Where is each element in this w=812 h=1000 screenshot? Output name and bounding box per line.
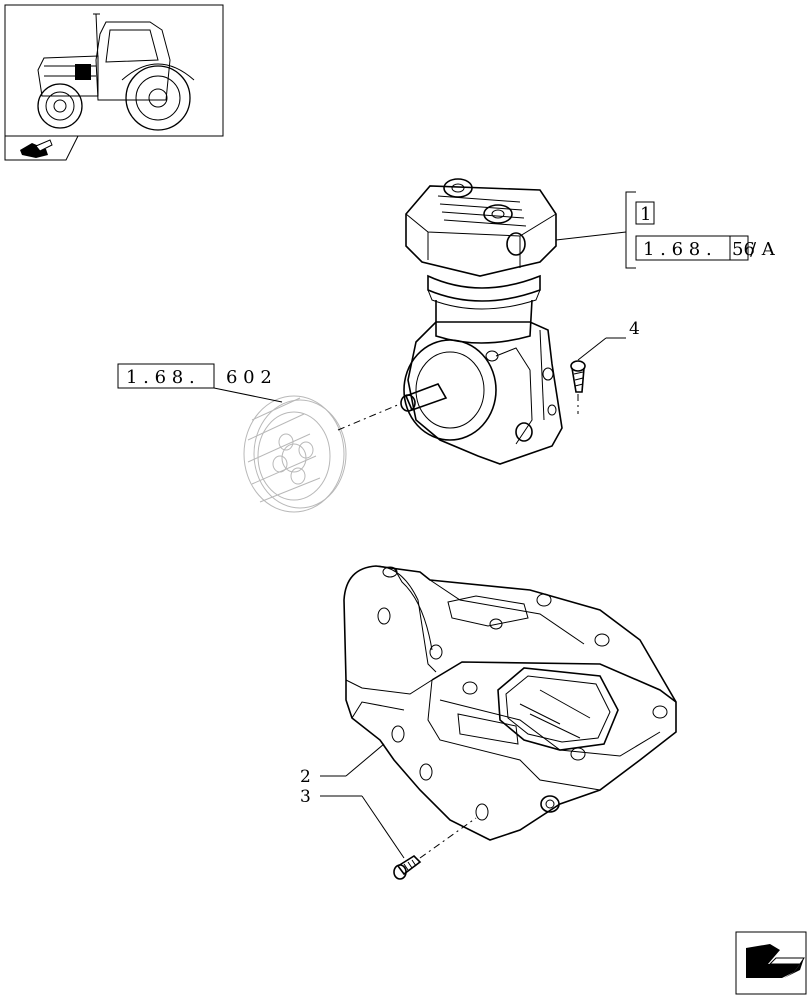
- pulley-code-boxed: 1 . 6 8 .: [126, 367, 195, 388]
- diagram-nav-icon: [20, 139, 53, 158]
- tractor-thumbnail[interactable]: [4, 4, 224, 137]
- callout-2[interactable]: 2: [300, 767, 311, 787]
- mounting-bracket: [343, 565, 677, 841]
- reference-code-boxed: 1 . 6 8 .: [643, 239, 712, 260]
- exit-button[interactable]: [735, 931, 807, 995]
- reference-index: 1: [640, 204, 651, 225]
- location-marker: [75, 64, 91, 80]
- top-reference[interactable]: 1 1 . 6 8 . 56 / A: [555, 191, 776, 269]
- exit-arrow-icon: [746, 944, 805, 978]
- reference-code-sub: 56: [732, 239, 755, 260]
- reference-code-rest: / A: [750, 239, 776, 260]
- air-compressor: [400, 178, 563, 465]
- tractor-thumbnail-icon: [37, 13, 195, 131]
- pulley-code-rest: 6 0 2: [226, 367, 272, 388]
- pulley-reference[interactable]: 1 . 6 8 . 6 0 2: [117, 363, 283, 403]
- callout-4[interactable]: 4: [629, 319, 640, 339]
- bolt-part-4: [570, 360, 586, 393]
- diagram-nav-tab[interactable]: [4, 135, 79, 161]
- callout-3[interactable]: 3: [300, 787, 311, 807]
- drive-pulley: [243, 395, 347, 513]
- bolt-part-3: [393, 854, 422, 880]
